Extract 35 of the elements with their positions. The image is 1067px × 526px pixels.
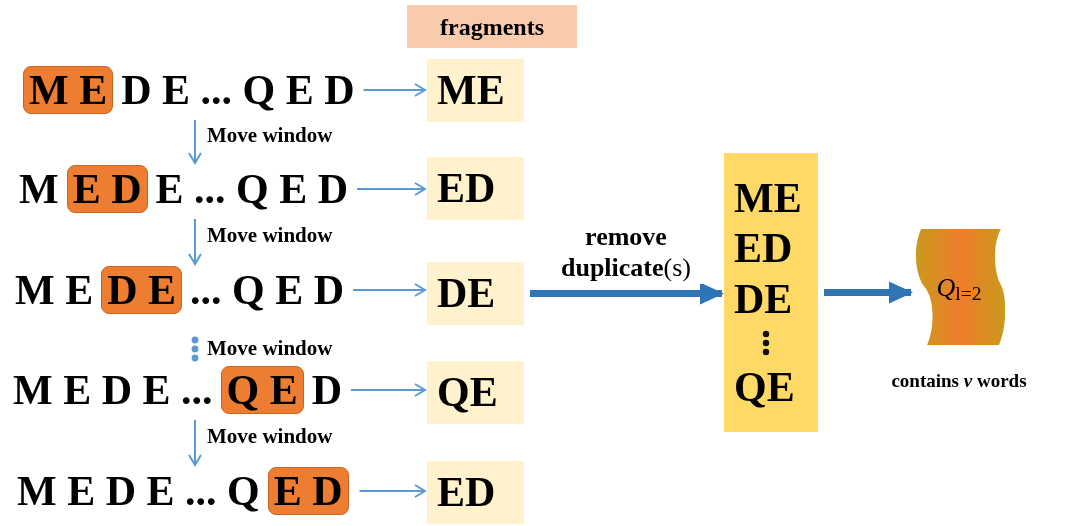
letter-sequence: M E D E ... bbox=[13, 365, 213, 415]
fragment-box: ED bbox=[427, 461, 524, 524]
fragment-box: QE bbox=[427, 361, 524, 424]
letter-sequence: M E D E ... Q bbox=[17, 466, 260, 516]
fragment-box: DE bbox=[427, 262, 524, 325]
arrow bbox=[188, 119, 202, 164]
arrow bbox=[352, 283, 426, 297]
fragment-text: DE bbox=[734, 274, 794, 324]
fragment-box: ME bbox=[427, 59, 524, 122]
window-highlight: Q E bbox=[220, 365, 304, 415]
letter-sequence: M E bbox=[15, 265, 94, 315]
fragment-text: ED bbox=[734, 224, 794, 274]
window-highlight: E D bbox=[267, 466, 349, 516]
deduplicated-list-box bbox=[724, 153, 818, 432]
fragment-text: ME bbox=[734, 173, 803, 223]
fragment-box: ED bbox=[427, 157, 524, 220]
arrow bbox=[188, 218, 202, 265]
arrow bbox=[358, 484, 426, 498]
fragment-text: QE bbox=[734, 362, 796, 412]
arrow bbox=[362, 83, 426, 97]
letter-sequence: E ... Q E D bbox=[155, 164, 349, 214]
arrow bbox=[356, 182, 426, 196]
letter-sequence: D E ... Q E D bbox=[121, 65, 355, 115]
scroll-shape: Q$_{l=2}$ bbox=[913, 227, 1005, 347]
letter-sequence: M bbox=[19, 164, 59, 214]
arrow bbox=[188, 419, 202, 466]
node-label: contains v words bbox=[890, 369, 1028, 393]
arrow bbox=[350, 383, 426, 397]
letter-sequence: D bbox=[311, 365, 343, 415]
header-box: fragments bbox=[407, 5, 577, 48]
letter-sequence: ... Q E D bbox=[190, 265, 345, 315]
window-highlight: M E bbox=[23, 65, 114, 115]
window-highlight: E D bbox=[66, 164, 148, 214]
window-highlight: D E bbox=[101, 265, 182, 315]
step-label: Move window bbox=[207, 335, 333, 362]
